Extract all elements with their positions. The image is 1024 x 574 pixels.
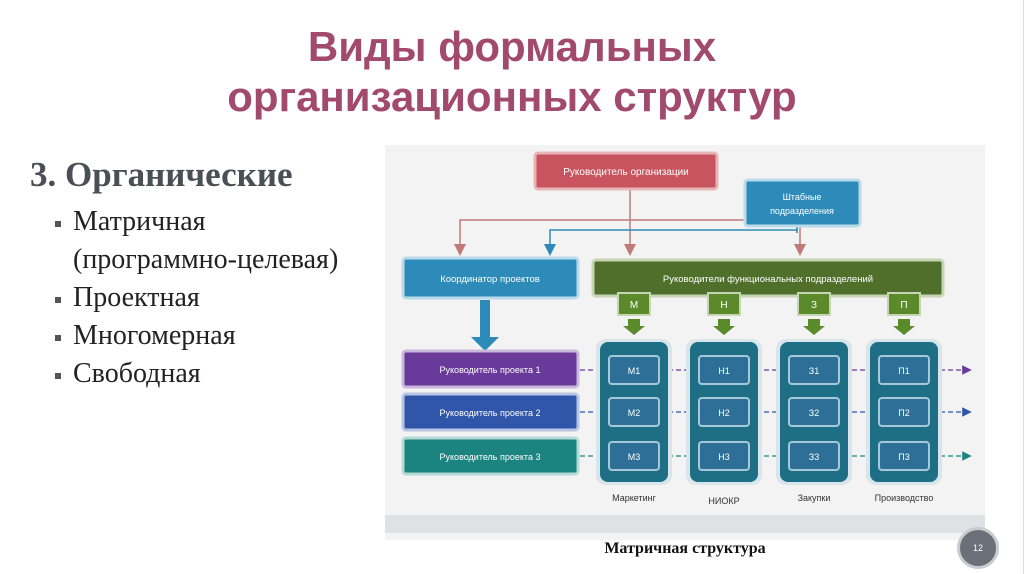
diagram-caption: Матричная структура [604,540,766,557]
department-columns: М Н З П М1 М2 [596,292,942,506]
cell-n1: Н1 [718,366,730,376]
project-manager-1-label: Руководитель проекта 1 [440,365,541,375]
svg-text:М: М [630,300,638,311]
slide-title: Виды формальных организационных структур [0,22,1024,122]
svg-text:З: З [811,300,817,311]
cell-p3: П3 [898,452,909,462]
matrix-structure-diagram: Руководитель организации Штабные подразд… [385,145,985,540]
page-number-badge: 12 [957,527,999,569]
svg-text:П: П [900,300,907,311]
project-coordinator-box: Координатор проектов [401,256,580,300]
cell-z1: З1 [809,366,819,376]
dept-code-n: Н [707,292,741,335]
staff-units-box: Штабные подразделения [743,178,862,228]
cell-m1: М1 [628,366,641,376]
matrix-cells: М1 М2 М3 Н1 Н2 Н3 З1 З2 З3 П1 [608,355,930,471]
functional-heads-label: Руководители функциональных подразделени… [663,274,873,285]
cell-n3: Н3 [718,452,730,462]
project-manager-3-label: Руководитель проекта 3 [440,452,541,462]
dept-name-rnd: НИОКР [708,496,739,506]
project-manager-3-box: Руководитель проекта 3 [401,436,580,476]
dept-name-purchasing: Закупки [798,493,831,503]
dept-name-production: Производство [875,493,934,503]
staff-units-label-1: Штабные [783,192,822,202]
bullet-item-matrix: Матричная (программно-целевая) [55,203,375,279]
cell-n2: Н2 [718,408,730,418]
org-head-label: Руководитель организации [563,167,688,178]
diagram-bottom-bar [385,515,985,533]
dept-code-m: М [617,292,651,335]
title-line-2: организационных структур [227,73,797,120]
cell-z3: З3 [809,452,819,462]
project-coordinator-label: Координатор проектов [440,274,540,285]
dept-name-marketing: Маркетинг [612,493,656,503]
staff-units-label-2: подразделения [770,206,834,216]
org-head-box: Руководитель организации [533,151,719,191]
project-manager-2-label: Руководитель проекта 2 [440,408,541,418]
cell-p2: П2 [898,408,909,418]
cell-m3: М3 [628,452,641,462]
dept-code-z: З [797,292,831,335]
project-manager-1-box: Руководитель проекта 1 [401,349,580,389]
section-subtitle: 3. Органические [30,155,293,194]
bullet-item-project: Проектная [55,279,375,317]
functional-heads-box: Руководители функциональных подразделени… [591,258,945,298]
project-manager-2-box: Руководитель проекта 2 [401,392,580,432]
page-number: 12 [972,543,983,553]
bullet-item-free: Свободная [55,355,375,393]
title-line-1: Виды формальных [307,23,717,70]
dept-code-p: П [887,292,921,335]
cell-p1: П1 [898,366,909,376]
cell-z2: З2 [809,408,819,418]
cell-m2: М2 [628,408,641,418]
bullet-list: Матричная (программно-целевая) Проектная… [55,203,375,393]
bullet-item-multidimensional: Многомерная [55,317,375,355]
svg-text:Н: Н [720,300,727,311]
